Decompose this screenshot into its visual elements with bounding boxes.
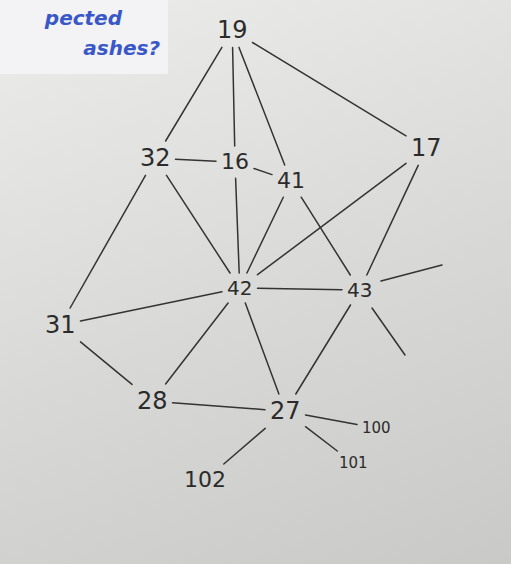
vertex-number: 19 <box>214 15 251 45</box>
graph-edge <box>306 415 358 425</box>
graph-edge <box>258 163 407 274</box>
vertex-label: 42 <box>227 277 252 299</box>
vertex-label: 31 <box>45 312 76 338</box>
vertex-label: 28 <box>137 388 168 414</box>
vertex-number: 102 <box>181 466 229 494</box>
vertex-number: 43 <box>344 277 375 303</box>
vertex-number: 101 <box>336 453 371 474</box>
title-overlay: pected ashes? <box>0 0 168 74</box>
graph-edge <box>253 43 407 136</box>
vertex-label: 43 <box>347 279 372 301</box>
dangling-line <box>381 265 442 281</box>
graph-edge <box>306 427 338 451</box>
vertex-label: 19 <box>217 17 248 43</box>
graph-edge <box>296 305 351 394</box>
vertex-label: 100 <box>362 420 391 437</box>
vertex-number: 32 <box>137 143 174 173</box>
dangling-line <box>372 308 405 355</box>
vertex-number: 16 <box>218 148 252 176</box>
graph-edge <box>81 342 133 385</box>
vertex-label: 16 <box>221 150 249 174</box>
graph-edge <box>239 47 285 165</box>
graph-edge <box>236 178 240 273</box>
graph-edge <box>224 428 265 464</box>
caption-fragment: ashes? <box>83 36 160 60</box>
graph-edge <box>81 292 223 321</box>
vertex-label: 102 <box>184 468 226 492</box>
graph-edge <box>233 47 235 146</box>
graph-edge <box>70 175 145 308</box>
vertex-number: 41 <box>274 167 308 195</box>
graph-edge <box>176 159 217 161</box>
vertex-label: 32 <box>140 145 171 171</box>
vertex-label: 101 <box>339 455 368 472</box>
graph-edge <box>258 288 343 289</box>
graph-edge <box>167 175 231 273</box>
graph-edge <box>254 169 272 175</box>
vertex-label: 27 <box>270 398 301 424</box>
vertex-number: 100 <box>359 418 394 439</box>
vertex-number: 28 <box>134 386 171 416</box>
graph-edge <box>245 303 279 394</box>
graph-edge <box>166 47 222 141</box>
vertex-number: 17 <box>408 133 445 163</box>
graph-edge <box>166 303 229 384</box>
vertex-label: 17 <box>411 135 442 161</box>
vertex-number: 42 <box>224 275 255 301</box>
graph-edge <box>367 165 418 275</box>
vertex-label: 41 <box>277 169 305 193</box>
graph-edge <box>173 403 266 410</box>
vertex-number: 27 <box>267 396 304 426</box>
caption-fragment: pected <box>45 6 122 30</box>
graph-edge <box>247 197 283 273</box>
vertex-number: 31 <box>42 310 79 340</box>
